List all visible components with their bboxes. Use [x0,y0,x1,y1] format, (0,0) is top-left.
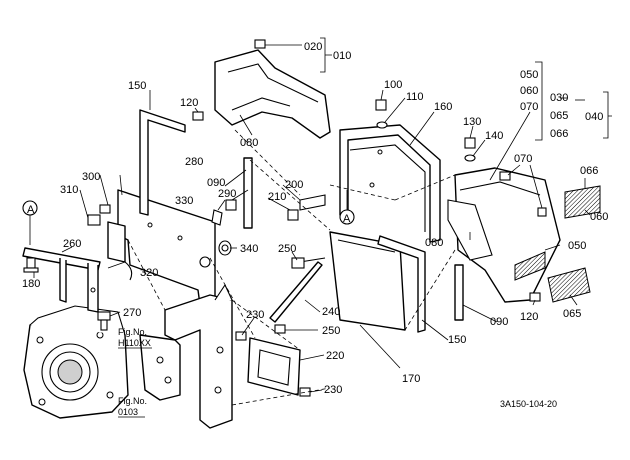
plate-220-part [247,337,301,396]
assembly-dash-lines [127,129,456,406]
label-010: 010 [333,50,351,62]
label-290: 290 [218,188,236,200]
label-080: 080 [240,137,258,149]
label-130: 130 [463,116,481,128]
label-310: 310 [60,184,78,196]
label-140: 140 [485,130,503,142]
bolt-130-part [464,137,476,149]
label-340: 340 [240,243,258,255]
label-050: 050 [520,69,538,81]
washer-140-part [464,154,476,162]
fig-ref-2-number: 0103 [118,407,138,417]
label-180: 180 [22,278,40,290]
bolt-290-part [225,199,237,211]
label-070: 070 [514,153,532,165]
upper-cover-010-part [214,49,331,139]
label-150: 150 [128,80,146,92]
bolt-180-part [23,257,39,273]
side-cover-050-part [447,167,561,303]
bracket-200-part [299,194,326,211]
label-060b: 060 [590,211,608,223]
label-120: 120 [180,97,198,109]
label-250b: 250 [322,325,340,337]
label-066: 066 [550,128,568,140]
part-labels: 020 010 150 120 080 090 280 290 300 310 … [22,41,608,418]
bolt-120b-part [529,292,541,302]
frame-structure-part [139,283,233,429]
washer-110-part [376,121,388,129]
grommet-340-part [218,240,232,256]
label-100: 100 [384,79,402,91]
label-270: 270 [123,307,141,319]
label-ref-a-center: A [343,213,351,225]
label-250: 250 [278,243,296,255]
bolt-310-part [87,214,101,226]
strip-150b-part [377,235,426,333]
bolt-120-part [192,111,204,121]
leader-lines [33,37,612,393]
plate-280-part [117,189,216,306]
drawing-code: 3A150-104-20 [500,399,557,409]
bolt-300-part [99,204,111,214]
bolt-250b-part [274,324,286,334]
label-110: 110 [406,91,424,103]
label-070a: 070 [520,101,538,113]
label-150b: 150 [448,334,466,346]
bolt-210-part [287,209,299,221]
label-065: 065 [550,110,568,122]
label-050b: 050 [568,240,586,252]
label-220: 220 [326,350,344,362]
bolt-330-part [211,209,223,226]
label-300: 300 [82,171,100,183]
label-210: 210 [268,191,286,203]
label-065b: 065 [563,308,581,320]
label-040: 040 [585,111,603,123]
strip-150-part [139,109,186,216]
label-066b: 066 [580,165,598,177]
fig-ref-1-title: Fig.No. [118,327,147,337]
bolt-230-part [235,331,247,341]
label-090: 090 [207,177,225,189]
label-170: 170 [402,373,420,385]
label-330: 330 [175,195,193,207]
label-ref-a-left: A [27,204,35,216]
reference-marker-a-left [22,200,38,245]
fig-ref-2-title: Fig.No. [118,396,147,406]
label-090b: 090 [490,316,508,328]
label-060: 060 [520,85,538,97]
engine-block-part [23,305,129,419]
label-260: 260 [63,238,81,250]
fig-ref-1-number: H110XX [118,338,151,348]
label-230: 230 [246,309,264,321]
bolt-100-part [375,99,387,111]
frame-160-part [339,124,441,243]
label-230b: 230 [324,384,342,396]
reference-marker-a-center [339,190,355,225]
label-240: 240 [322,306,340,318]
label-030: 030 [550,92,568,104]
bolt-020-part [254,39,266,49]
label-200: 200 [285,179,303,191]
bracket-260-part [22,247,101,313]
strip-090-part [243,157,253,229]
bolt-250-part [291,257,305,269]
label-320: 320 [140,267,158,279]
label-120b: 120 [520,311,538,323]
decal-065-part [547,267,591,303]
label-280: 280 [185,156,203,168]
decal-060-part [564,185,601,219]
strip-090b-part [454,264,464,321]
label-080b: 080 [425,237,443,249]
label-020: 020 [304,41,322,53]
label-160: 160 [434,101,452,113]
